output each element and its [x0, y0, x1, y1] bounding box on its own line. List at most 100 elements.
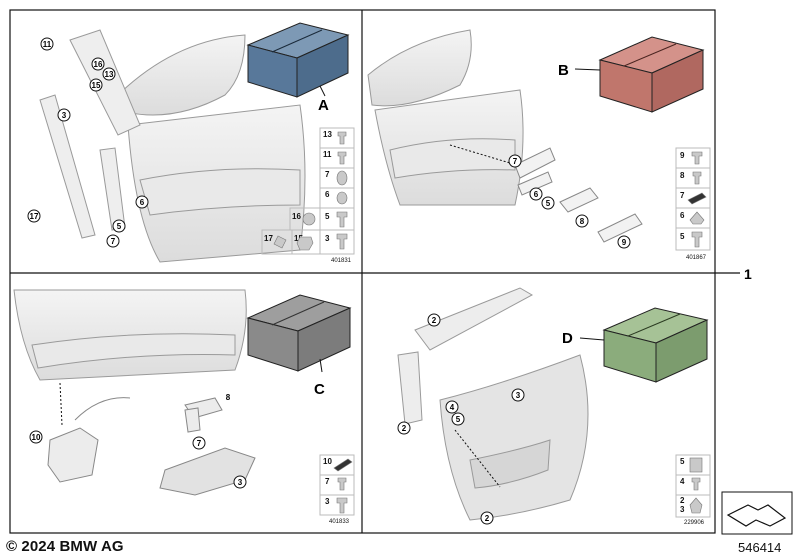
legend-d-ref-3: 2 — [680, 496, 685, 505]
section-code-d: 229906 — [684, 520, 705, 526]
svg-text:9: 9 — [622, 238, 627, 247]
legend-c-ref-1: 10 — [323, 457, 332, 466]
legend-b-ref-1: 9 — [680, 151, 685, 160]
package-box-d — [602, 307, 709, 383]
svg-text:4: 4 — [450, 403, 455, 412]
callouts-c: 8 10 7 3 — [29, 393, 247, 489]
callout-b-2: 6 — [529, 187, 543, 201]
callout-a-3: 13 — [102, 67, 116, 81]
callout-a-2: 16 — [91, 57, 105, 71]
svg-text:8: 8 — [580, 217, 585, 226]
main-reference-label: 1 — [744, 266, 752, 282]
section-d: D 2 3 4 5 2 2 5 4 2 3 229906 — [397, 287, 711, 526]
callout-d-1: 2 — [427, 313, 441, 327]
svg-text:7: 7 — [197, 439, 202, 448]
svg-text:16: 16 — [94, 60, 103, 69]
section-b: B 7 6 5 8 9 9 8 7 6 5 — [367, 29, 711, 261]
svg-text:3: 3 — [516, 391, 521, 400]
trim-drawing-d — [397, 287, 589, 521]
callout-c-4: 3 — [233, 475, 247, 489]
package-box-c — [246, 294, 352, 372]
callouts-d: 2 3 4 5 2 2 — [397, 313, 525, 525]
legend-a-ref-7: 15 — [294, 234, 303, 243]
parts-legend-a: 13 11 7 6 16 5 15 3 17 40183 — [261, 127, 355, 264]
diagram-number: 546414 — [738, 540, 782, 555]
section-c: C 8 10 7 3 10 7 3 401833 — [13, 289, 355, 525]
copyright-text: © 2024 BMW AG — [6, 538, 124, 555]
legend-a-ref-8: 3 — [325, 234, 330, 243]
tailgate-drawing-b — [367, 29, 524, 206]
package-box-a — [246, 22, 350, 98]
legend-a-ref-1: 13 — [323, 130, 332, 139]
legend-d-ref-1: 5 — [680, 457, 685, 466]
svg-text:2: 2 — [485, 514, 490, 523]
main-reference: 1 — [744, 266, 752, 282]
callout-d-5: 2 — [397, 421, 411, 435]
callout-a-9: 17 — [27, 209, 41, 223]
svg-text:6: 6 — [534, 190, 539, 199]
legend-a-ref-3: 7 — [325, 170, 330, 179]
callout-b-5: 9 — [617, 235, 631, 249]
svg-text:10: 10 — [32, 433, 41, 442]
section-code-c: 401833 — [329, 519, 350, 525]
callout-b-4: 8 — [575, 214, 589, 228]
svg-text:15: 15 — [92, 81, 101, 90]
legend-b-ref-5: 5 — [680, 232, 685, 241]
legend-b-ref-4: 6 — [680, 211, 685, 220]
legend-c-ref-2: 7 — [325, 477, 330, 486]
callout-b-1: 7 — [508, 154, 522, 168]
callout-c-1: 8 — [226, 393, 231, 402]
svg-text:5: 5 — [117, 222, 122, 231]
section-frame — [9, 9, 740, 534]
section-label-d: D — [562, 330, 573, 347]
svg-text:5: 5 — [546, 199, 551, 208]
lock-parts-c — [47, 397, 256, 496]
svg-text:3: 3 — [62, 111, 67, 120]
callout-a-4: 15 — [89, 78, 103, 92]
parts-legend-c: 10 7 3 401833 — [319, 454, 355, 525]
legend-a-ref-9: 17 — [264, 234, 273, 243]
callout-c-2: 10 — [29, 430, 43, 444]
callout-d-3: 4 — [445, 400, 459, 414]
callout-a-7: 5 — [112, 219, 126, 233]
tailgate-drawing-c — [13, 289, 247, 381]
callout-c-3: 7 — [192, 436, 206, 450]
legend-a-ref-5: 16 — [292, 212, 301, 221]
svg-text:2: 2 — [432, 316, 437, 325]
svg-text:5: 5 — [456, 415, 461, 424]
callout-d-6: 2 — [480, 511, 494, 525]
svg-text:17: 17 — [30, 212, 39, 221]
package-box-b — [598, 36, 705, 113]
callout-d-4: 5 — [451, 412, 465, 426]
tailgate-drawing-a — [39, 29, 306, 263]
trim-parts-b — [514, 147, 643, 243]
svg-text:6: 6 — [140, 198, 145, 207]
callouts-a: 11 16 13 15 3 6 5 7 17 — [27, 37, 149, 248]
callout-a-6: 6 — [135, 195, 149, 209]
svg-text:3: 3 — [238, 478, 243, 487]
callout-b-3: 5 — [541, 196, 555, 210]
legend-a-ref-6: 5 — [325, 212, 330, 221]
section-label-c: C — [314, 381, 325, 398]
section-label-b: B — [558, 62, 569, 79]
section-label-a: A — [318, 97, 329, 114]
callout-a-8: 7 — [106, 234, 120, 248]
section-code-a: 401831 — [331, 258, 352, 264]
svg-text:2: 2 — [402, 424, 407, 433]
section-code-b: 401867 — [686, 255, 707, 261]
callouts-b: 7 6 5 8 9 — [508, 154, 631, 249]
legend-c-ref-3: 3 — [325, 497, 330, 506]
callout-a-1: 11 — [40, 37, 54, 51]
legend-a-ref-2: 11 — [323, 150, 332, 159]
orientation-arrow-icon — [721, 491, 793, 535]
svg-text:13: 13 — [105, 70, 114, 79]
callout-d-2: 3 — [511, 388, 525, 402]
svg-text:11: 11 — [43, 40, 52, 49]
legend-b-ref-3: 7 — [680, 191, 685, 200]
svg-text:7: 7 — [111, 237, 116, 246]
svg-text:7: 7 — [513, 157, 518, 166]
parts-legend-b: 9 8 7 6 5 401867 — [675, 147, 711, 261]
legend-a-ref-4: 6 — [325, 190, 330, 199]
callout-a-5: 3 — [57, 108, 71, 122]
